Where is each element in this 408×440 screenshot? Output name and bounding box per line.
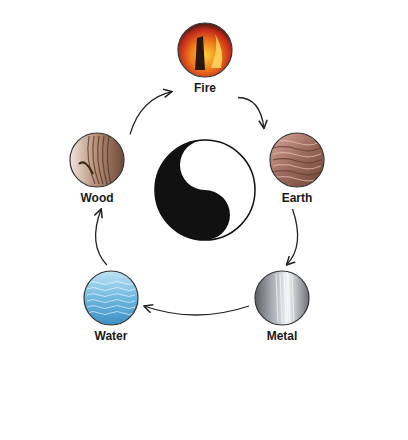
- element-image: [176, 21, 234, 79]
- element-node: Fire: [176, 21, 234, 95]
- element-image: [82, 269, 140, 327]
- element-node: Wood: [68, 131, 126, 205]
- element-node: Earth: [268, 131, 326, 205]
- element-image: [268, 131, 326, 189]
- element-label: Wood: [78, 191, 115, 205]
- element-node: Water: [82, 269, 140, 343]
- cycle-arrow: [238, 98, 264, 129]
- element-node: Metal: [253, 269, 311, 343]
- yin-yang-symbol: [155, 140, 255, 240]
- element-label: Earth: [280, 191, 315, 205]
- element-label: Fire: [192, 81, 218, 95]
- cycle-arrow: [96, 209, 107, 265]
- cycle-arrow: [130, 92, 172, 135]
- element-image: [253, 269, 311, 327]
- cycle-arrow: [287, 209, 298, 265]
- cycle-arrow: [144, 306, 249, 315]
- element-image: [68, 131, 126, 189]
- element-label: Water: [93, 329, 130, 343]
- element-label: Metal: [265, 329, 300, 343]
